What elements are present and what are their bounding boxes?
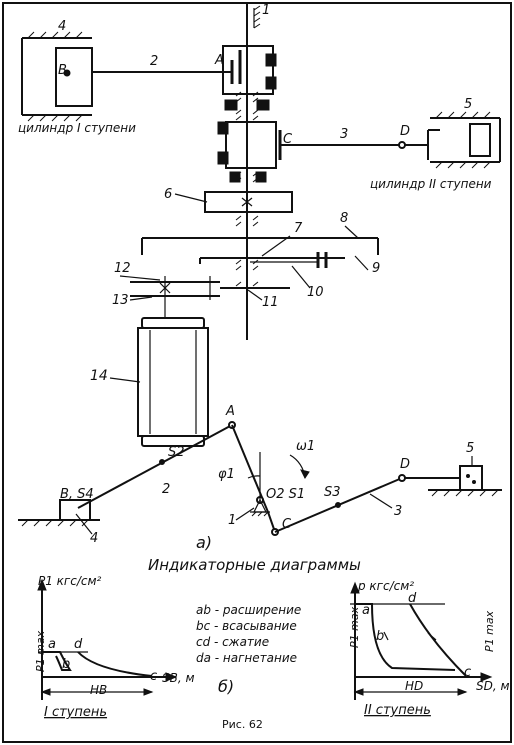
k-label-3: 3	[394, 504, 402, 519]
k-label-A: A	[225, 404, 235, 419]
left-pmax: P1 max	[34, 630, 47, 672]
left-stroke: HB	[90, 683, 107, 697]
kinematic-scheme: B, S4 4 S2 2 A φ1 O2 S1 ω1 1 C S3 3	[18, 404, 502, 552]
compressor-mechanism: 1	[18, 3, 501, 447]
k-label-4: 4	[90, 531, 98, 546]
right-ylabel: p кгс/см²	[357, 579, 414, 593]
label-13: 13	[112, 293, 129, 308]
label-12: 12	[114, 261, 131, 276]
k-label-C: C	[282, 517, 292, 532]
label-B-top: B	[58, 63, 67, 78]
cylinder-2	[427, 111, 501, 169]
k-label-O2-S1: O2 S1	[266, 487, 305, 502]
label-7: 7	[294, 221, 303, 236]
indicator-diagram-1: P1 кгс/см² P1 max a d b c SB, м HB I сту…	[34, 574, 195, 720]
middle-bearing	[235, 109, 259, 121]
legend-bc: bc - всасывание	[196, 619, 297, 633]
legend-da: da - нагнетание	[196, 651, 297, 665]
label-b: б)	[218, 677, 234, 696]
right-point-d: d	[408, 591, 417, 606]
k-label-1: 1	[228, 513, 236, 528]
label-6: 6	[164, 187, 172, 202]
right-point-a: a	[362, 603, 370, 618]
gear-train	[141, 237, 379, 271]
k-label-2: 2	[162, 482, 170, 497]
top-bearing	[253, 5, 261, 29]
right-pmax-left: P1 max	[348, 606, 361, 648]
label-5-top: 5	[464, 97, 472, 112]
legend-cd: cd - сжатие	[196, 635, 269, 649]
crank-throw-upper	[222, 45, 277, 111]
label-D-top: D	[400, 124, 410, 139]
k-label-5: 5	[466, 441, 474, 456]
left-point-d: d	[74, 637, 83, 652]
right-pmax-right: P1 max	[483, 610, 496, 652]
k-label-a: a)	[196, 533, 212, 552]
cylinder-1-caption: цилиндр I ступени	[18, 121, 136, 135]
k-label-omega1: ω1	[296, 439, 315, 454]
pulley-assembly	[130, 276, 290, 310]
right-point-b: b	[376, 629, 384, 644]
label-9: 9	[372, 261, 380, 276]
k-label-S3: S3	[324, 485, 341, 500]
label-10: 10	[307, 285, 324, 300]
right-xlabel: SD, м	[476, 679, 510, 693]
label-8: 8	[340, 211, 348, 226]
left-xlabel: SB, м	[162, 671, 195, 685]
legend-ab: ab - расширение	[196, 603, 301, 617]
left-ylabel: P1 кгс/см²	[38, 574, 102, 588]
left-caption: I ступень	[44, 705, 107, 720]
cylinder-2-caption: цилиндр II ступени	[370, 177, 492, 191]
k-label-S2: S2	[168, 445, 185, 460]
right-stroke: HD	[405, 679, 423, 693]
label-14: 14	[90, 368, 108, 384]
indicator-legend: ab - расширение bc - всасывание cd - сжа…	[196, 603, 301, 665]
right-point-c: c	[464, 665, 471, 680]
label-1: 1	[262, 3, 270, 18]
k-label-B-S4: B, S4	[60, 487, 94, 502]
indicator-title: Индикаторные диаграммы	[148, 556, 361, 574]
label-3-top: 3	[340, 127, 348, 142]
cylinder-1	[21, 31, 93, 122]
label-11: 11	[262, 295, 279, 310]
left-point-c: c	[150, 669, 157, 684]
left-point-a: a	[48, 637, 56, 652]
k-label-D: D	[400, 457, 410, 472]
label-4: 4	[58, 19, 66, 34]
left-point-b: b	[62, 657, 70, 672]
label-2-top: 2	[150, 54, 158, 69]
figure-caption: Рис. 62	[222, 718, 263, 731]
k-label-phi1: φ1	[218, 467, 235, 482]
slider-D	[459, 465, 483, 491]
label-A-top: A	[214, 53, 224, 68]
indicator-diagram-2: p кгс/см² P1 max a d b c P1 max SD, м HD…	[348, 579, 510, 718]
label-C-top: C	[283, 132, 293, 147]
right-caption: II ступень	[364, 703, 431, 718]
